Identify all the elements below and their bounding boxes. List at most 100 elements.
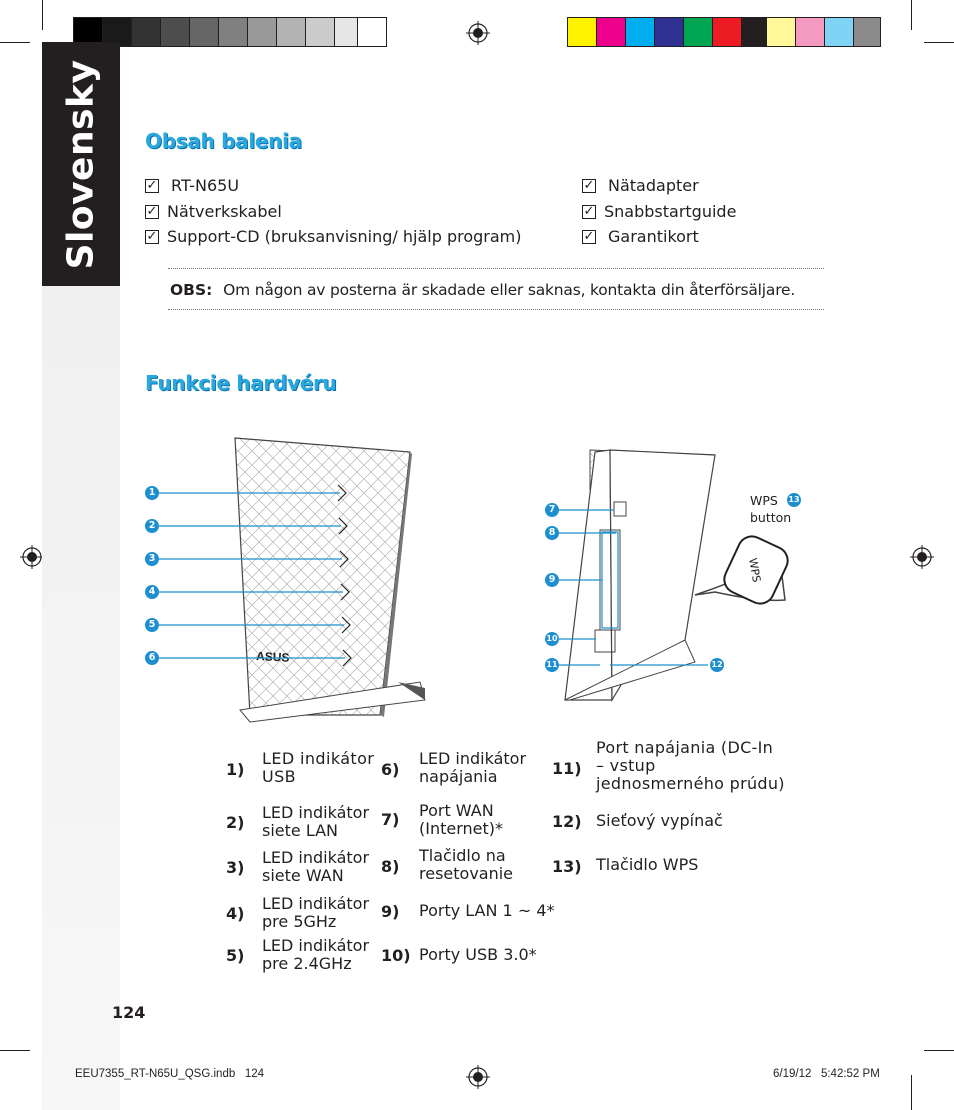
- feature-text: Tlačidlo WPS: [596, 855, 699, 874]
- swatch: [357, 17, 387, 47]
- wps-label: WPS button: [750, 493, 792, 525]
- router-back-image: [564, 449, 716, 703]
- divider: [168, 268, 824, 269]
- callout-lines-right: [552, 509, 708, 666]
- swatch: [596, 17, 626, 47]
- feature-text: Port napájania (DC-In – vstup jednosmern…: [596, 738, 785, 793]
- package-item: ✓Garantikort: [582, 227, 699, 246]
- note-label: OBS: [170, 281, 207, 299]
- registration-mark-icon: [466, 1065, 490, 1089]
- package-item: ✓Nätverkskabel: [145, 202, 282, 221]
- swatch: [218, 17, 248, 47]
- swatch: [305, 17, 335, 47]
- callout-lines-left: [157, 492, 345, 659]
- note-text: Om någon av posterna är skadade eller sa…: [223, 281, 796, 299]
- swatch: [567, 17, 597, 47]
- note: OBS: Om någon av posterna är skadade ell…: [170, 281, 796, 299]
- callout-1: 1: [145, 486, 159, 500]
- swatch: [683, 17, 713, 47]
- feature-number: 3): [226, 858, 245, 877]
- side-tab: [42, 42, 120, 286]
- callout-3: 3: [145, 552, 159, 566]
- feature-text: Sieťový vypínač: [596, 811, 723, 830]
- crop-mark: [924, 42, 954, 43]
- led-indicators: [337, 484, 352, 667]
- checkbox-icon: ✓: [145, 178, 159, 193]
- feature-number: 7): [381, 810, 400, 829]
- swatch: [853, 17, 881, 47]
- feature-number: 12): [552, 812, 582, 831]
- feature-text: Porty USB 3.0*: [419, 945, 537, 964]
- swatch: [654, 17, 684, 47]
- feature-number: 5): [226, 946, 245, 965]
- feature-text: LED indikátor USB: [262, 749, 375, 786]
- feature-number: 2): [226, 813, 245, 832]
- feature-number: 1): [226, 760, 245, 779]
- callout-2: 2: [145, 519, 159, 533]
- section-title-hardware: Funkcie hardvéru: [145, 371, 337, 395]
- feature-number: 9): [381, 902, 400, 921]
- swatch: [160, 17, 190, 47]
- callout-13: 13: [787, 493, 801, 507]
- callout-9: 9: [545, 573, 559, 587]
- feature-text: Port WAN (Internet)*: [419, 801, 504, 838]
- swatch: [712, 17, 742, 47]
- router-figure: ASUS WPS: [157, 437, 789, 723]
- checkbox-icon: ✓: [582, 204, 596, 219]
- section-title-contents: Obsah balenia: [145, 129, 302, 153]
- callout-7: 7: [545, 503, 559, 517]
- callout-12: 12: [710, 658, 724, 672]
- checkbox-icon: ✓: [145, 229, 159, 244]
- package-item: ✓Nätadapter: [582, 176, 699, 195]
- feature-text: Porty LAN 1 ~ 4*: [419, 901, 555, 920]
- callout-6: 6: [145, 651, 159, 665]
- package-item: ✓Support-CD (bruksanvisning/ hjälp progr…: [145, 227, 522, 246]
- asus-logo: ASUS: [256, 649, 290, 665]
- feature-number: 10): [381, 946, 411, 965]
- crop-mark: [911, 1075, 912, 1110]
- feature-number: 13): [552, 857, 582, 876]
- checkbox-icon: ✓: [582, 229, 596, 244]
- callout-5: 5: [145, 618, 159, 632]
- package-item: ✓Snabbstartguide: [582, 202, 737, 221]
- feature-text: LED indikátor pre 2.4GHz: [262, 936, 370, 973]
- registration-mark-icon: [20, 545, 44, 569]
- crop-mark: [0, 1050, 30, 1051]
- swatch: [131, 17, 161, 47]
- feature-number: 8): [381, 857, 400, 876]
- swatch: [625, 17, 655, 47]
- package-list-left: ✓RT-N65U ✓Nätverkskabel ✓Support-CD (bru…: [145, 173, 565, 249]
- package-item: ✓RT-N65U: [145, 176, 240, 195]
- router-front-image: ASUS: [234, 437, 426, 723]
- callout-11: 11: [545, 658, 559, 672]
- swatch: [247, 17, 277, 47]
- swatch: [766, 17, 796, 47]
- crop-mark: [911, 0, 912, 30]
- page-number: 124: [112, 1003, 146, 1022]
- feature-number: 4): [226, 904, 245, 923]
- swatch: [189, 17, 219, 47]
- wps-callout-bubble: WPS: [694, 535, 789, 605]
- features-table: 1) LED indikátor USB 2) LED indikátor si…: [222, 739, 792, 978]
- swatch: [276, 17, 306, 47]
- feature-text: LED indikátor siete LAN: [262, 803, 370, 840]
- registration-mark-icon: [910, 545, 934, 569]
- callout-8: 8: [545, 526, 559, 540]
- checkbox-icon: ✓: [145, 204, 159, 219]
- crop-mark: [42, 0, 43, 30]
- feature-number: 11): [552, 759, 582, 778]
- swatch: [824, 17, 854, 47]
- wps-button-text: WPS: [746, 557, 763, 583]
- side-tab-label: Slovensky: [60, 59, 102, 269]
- footer-timestamp: 6/19/12 5:42:52 PM: [773, 1068, 880, 1080]
- feature-text: Tlačidlo na resetovanie: [419, 846, 514, 883]
- callout-10: 10: [545, 632, 559, 646]
- registration-mark-icon: [466, 21, 490, 45]
- feature-text: LED indikátor napájania: [419, 749, 527, 786]
- package-list-right: ✓Nätadapter ✓Snabbstartguide ✓Garantikor…: [582, 173, 822, 249]
- divider: [168, 309, 824, 310]
- feature-number: 6): [381, 760, 400, 779]
- feature-text: LED indikátor pre 5GHz: [262, 894, 370, 931]
- feature-text: LED indikátor siete WAN: [262, 848, 370, 885]
- swatch: [795, 17, 825, 47]
